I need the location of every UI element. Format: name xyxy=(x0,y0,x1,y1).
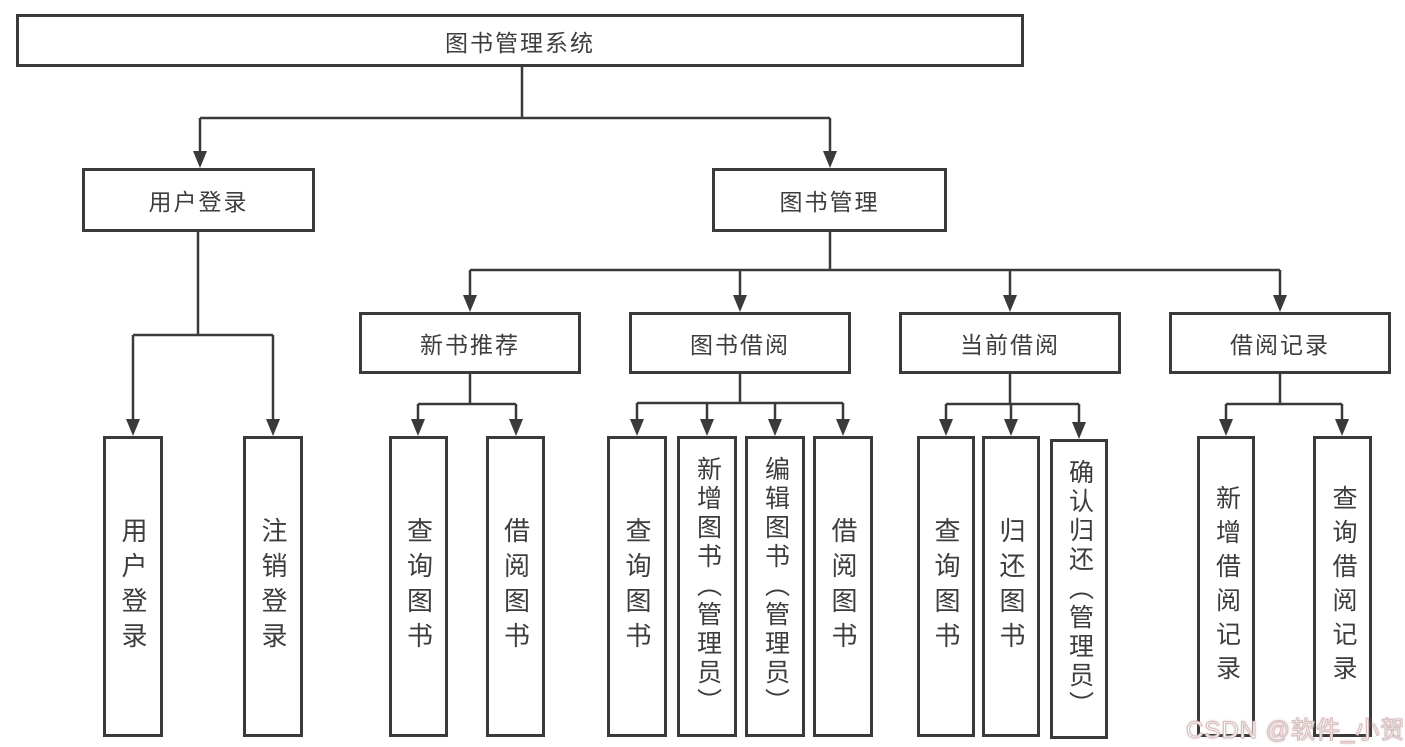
node-leaf-borrow-books-recommend-label: 借阅图书 xyxy=(500,516,531,657)
node-leaf-borrow-books-label: 借阅图书 xyxy=(828,516,858,657)
node-leaf-query-borrow-record: 查询借阅记录 xyxy=(1313,436,1372,737)
node-leaf-edit-book-admin-label: 编辑图书（管理员） xyxy=(761,456,790,717)
node-user-login: 用户登录 xyxy=(82,168,315,232)
node-leaf-user-login-label: 用户登录 xyxy=(118,516,148,657)
node-leaf-query-books-borrow-label: 查询图书 xyxy=(622,516,652,657)
node-user-login-label: 用户登录 xyxy=(148,189,249,215)
node-leaf-query-books-current-label: 查询图书 xyxy=(931,516,961,657)
node-leaf-query-books-recommend: 查询图书 xyxy=(389,436,448,737)
node-leaf-logout-label: 注销登录 xyxy=(258,516,288,657)
node-current-borrow: 当前借阅 xyxy=(899,312,1121,374)
node-leaf-query-books-current: 查询图书 xyxy=(917,436,975,737)
node-new-book-recommend: 新书推荐 xyxy=(359,312,581,374)
node-root-label: 图书管理系统 xyxy=(445,29,595,56)
node-leaf-user-login: 用户登录 xyxy=(103,436,163,737)
node-leaf-logout: 注销登录 xyxy=(243,436,303,737)
node-leaf-add-borrow-record-label: 新增借阅记录 xyxy=(1212,484,1241,689)
node-leaf-confirm-return-admin-label: 确认归还（管理员） xyxy=(1065,458,1094,720)
node-borrow-record-label: 借阅记录 xyxy=(1230,332,1330,358)
csdn-watermark: CSDN @软件_小贺同学 xyxy=(1185,716,1405,744)
node-leaf-add-book-admin-label: 新增图书（管理员） xyxy=(693,456,722,717)
node-leaf-add-borrow-record: 新增借阅记录 xyxy=(1197,436,1255,737)
node-book-borrow-label: 图书借阅 xyxy=(690,332,790,358)
node-leaf-return-book-label: 归还图书 xyxy=(996,516,1026,657)
node-leaf-add-book-admin: 新增图书（管理员） xyxy=(677,436,737,737)
node-borrow-record: 借阅记录 xyxy=(1169,312,1391,374)
node-new-book-recommend-label: 新书推荐 xyxy=(420,332,520,358)
node-leaf-edit-book-admin: 编辑图书（管理员） xyxy=(745,436,805,737)
node-leaf-borrow-books: 借阅图书 xyxy=(813,436,873,737)
node-book-management-label: 图书管理 xyxy=(779,189,880,215)
node-leaf-query-books-borrow: 查询图书 xyxy=(607,436,667,737)
node-leaf-return-book: 归还图书 xyxy=(982,436,1040,737)
node-leaf-borrow-books-recommend: 借阅图书 xyxy=(486,436,545,737)
node-current-borrow-label: 当前借阅 xyxy=(960,332,1060,358)
node-leaf-confirm-return-admin: 确认归还（管理员） xyxy=(1050,439,1108,739)
node-leaf-query-borrow-record-label: 查询借阅记录 xyxy=(1329,484,1357,689)
node-book-borrow: 图书借阅 xyxy=(629,312,851,374)
node-root: 图书管理系统 xyxy=(16,14,1024,67)
node-book-management: 图书管理 xyxy=(712,168,947,232)
node-leaf-query-books-recommend-label: 查询图书 xyxy=(403,516,434,657)
